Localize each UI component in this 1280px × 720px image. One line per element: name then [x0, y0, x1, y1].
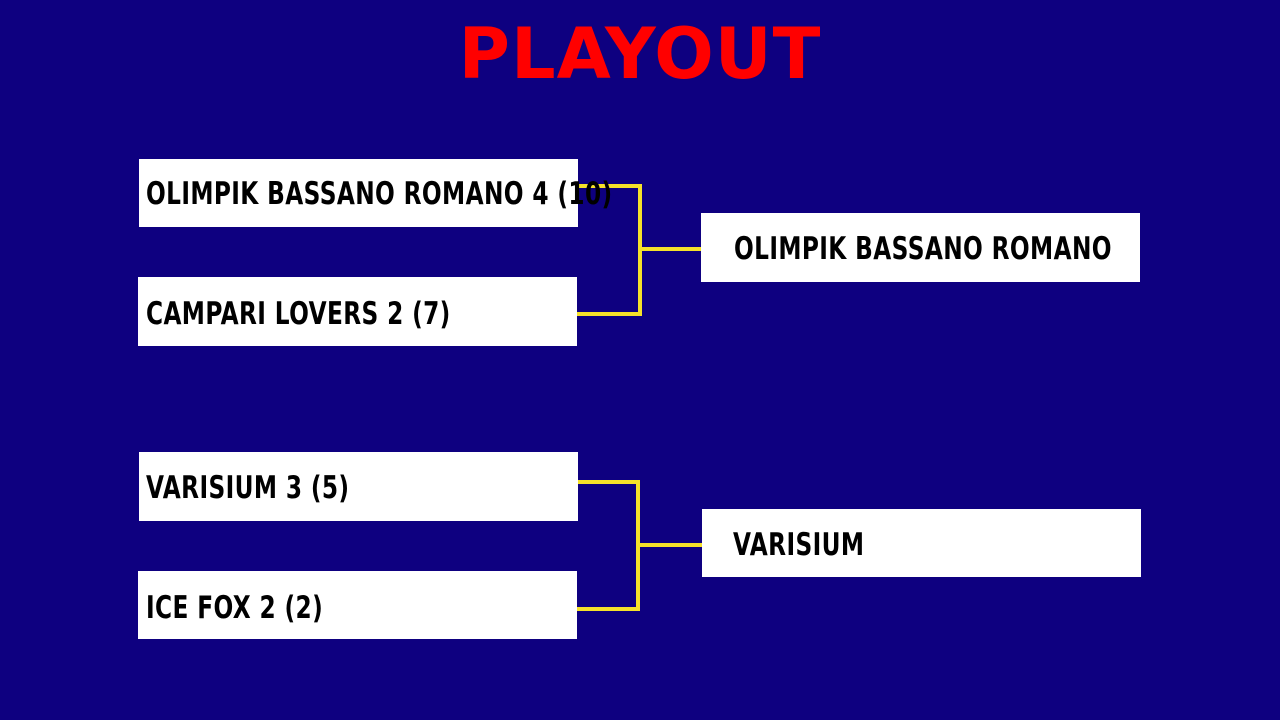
match-2-connector [577, 480, 640, 611]
winner-2-label: VARISIUM [733, 526, 865, 563]
match-2-team-1-label: VARISIUM 3 (5) [146, 470, 350, 506]
match-1-team-2-label: CAMPARI LOVERS 2 (7) [146, 296, 451, 332]
match-1-team-1-box: OLIMPIK BASSANO ROMANO 4 (10) [139, 159, 612, 227]
match-2-team-1-box: VARISIUM 3 (5) [139, 452, 578, 521]
match-1-team-2-box: CAMPARI LOVERS 2 (7) [138, 277, 577, 346]
winner-1-box: OLIMPIK BASSANO ROMANO [701, 213, 1140, 282]
match-2-team-2-box: ICE FOX 2 (2) [138, 571, 577, 639]
winner-2-box: VARISIUM [702, 509, 1141, 577]
winner-1-label: OLIMPIK BASSANO ROMANO [734, 231, 1112, 267]
page-title: PLAYOUT [458, 13, 822, 95]
match-1-team-1-label: OLIMPIK BASSANO ROMANO 4 (10) [146, 176, 613, 212]
match-2-team-2-label: ICE FOX 2 (2) [146, 589, 324, 626]
